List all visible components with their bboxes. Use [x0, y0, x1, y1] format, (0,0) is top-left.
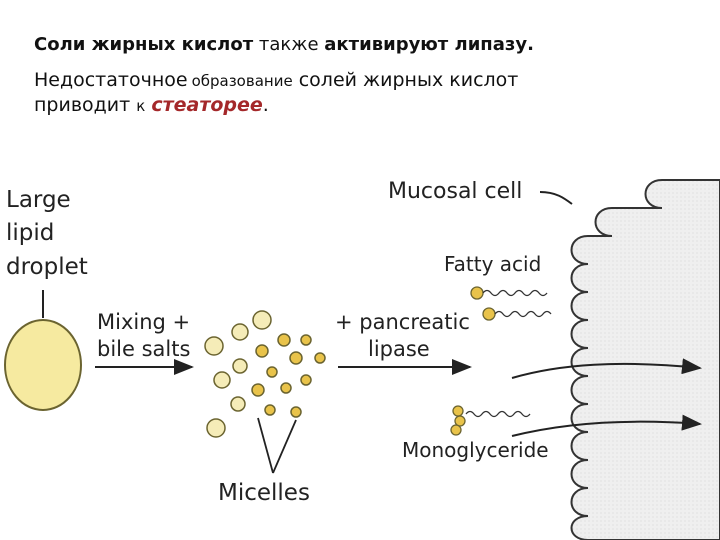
fatty-acid-molecules — [470, 286, 552, 321]
absorption-arrow-fatty-acid — [511, 358, 702, 379]
monoglyceride-head — [452, 405, 464, 417]
micelle — [230, 396, 246, 412]
micelle — [289, 351, 303, 365]
micelle — [300, 374, 312, 386]
micelle — [232, 358, 248, 374]
heading-normal-1: также — [258, 34, 319, 55]
micelle — [251, 383, 265, 397]
heading-bold-2: активируют липазу. — [324, 34, 534, 55]
monoglyceride-head — [454, 415, 466, 427]
label-bile-salts: bile salts — [97, 337, 190, 361]
fatty-acid-head — [482, 307, 496, 321]
fatty-acid-tail — [494, 310, 552, 318]
mucosal-cell — [570, 179, 720, 540]
micelle — [231, 323, 249, 341]
monoglyceride-head — [450, 424, 462, 436]
micelles-pointer-1 — [257, 417, 274, 474]
heading-period: . — [262, 94, 269, 116]
micelle — [266, 366, 278, 378]
monoglyceride-molecule — [450, 405, 531, 436]
heading-line-1: Соли жирных кислот также активируют липа… — [34, 34, 534, 55]
label-monoglyceride: Monoglyceride — [402, 438, 549, 462]
micelle — [314, 352, 326, 364]
micelle — [204, 336, 224, 356]
label-large: Large — [6, 187, 71, 213]
micelle — [206, 418, 226, 438]
micelles-pointer-2 — [272, 419, 297, 474]
micelle — [213, 371, 231, 389]
heading-text-2a: Недостаточное — [34, 69, 188, 91]
heading-text-3b: к — [136, 97, 146, 115]
fatty-acid-head — [470, 286, 484, 300]
label-fatty-acid: Fatty acid — [444, 252, 541, 276]
heading-text-2b: образование — [191, 72, 293, 90]
absorption-arrow-monoglyceride — [511, 414, 702, 437]
micelles-cluster — [204, 310, 326, 438]
label-micelles: Micelles — [218, 480, 310, 506]
label-mixing: Mixing + — [97, 310, 190, 334]
micelle — [300, 334, 312, 346]
heading-text-3a: приводит — [34, 94, 131, 116]
micelle — [252, 310, 272, 330]
label-lipase: lipase — [368, 337, 430, 361]
fatty-acid-tail — [482, 289, 548, 297]
large-lipid-droplet — [4, 319, 82, 411]
micelle — [280, 382, 292, 394]
label-pancreatic: + pancreatic — [335, 310, 470, 334]
steatorrhea-term: стеаторее — [151, 94, 263, 116]
heading-bold-1: Соли жирных кислот — [34, 34, 254, 55]
heading-text-2c: солей жирных кислот — [298, 69, 519, 91]
monoglyceride-tail — [465, 410, 531, 418]
micelle — [290, 406, 302, 418]
label-mucosal-cell: Mucosal cell — [388, 179, 522, 204]
mucosal-pointer — [539, 191, 573, 205]
micelle — [255, 344, 269, 358]
label-droplet: droplet — [6, 254, 88, 280]
micelle — [264, 404, 276, 416]
micelle — [277, 333, 291, 347]
label-lipid: lipid — [6, 220, 54, 246]
